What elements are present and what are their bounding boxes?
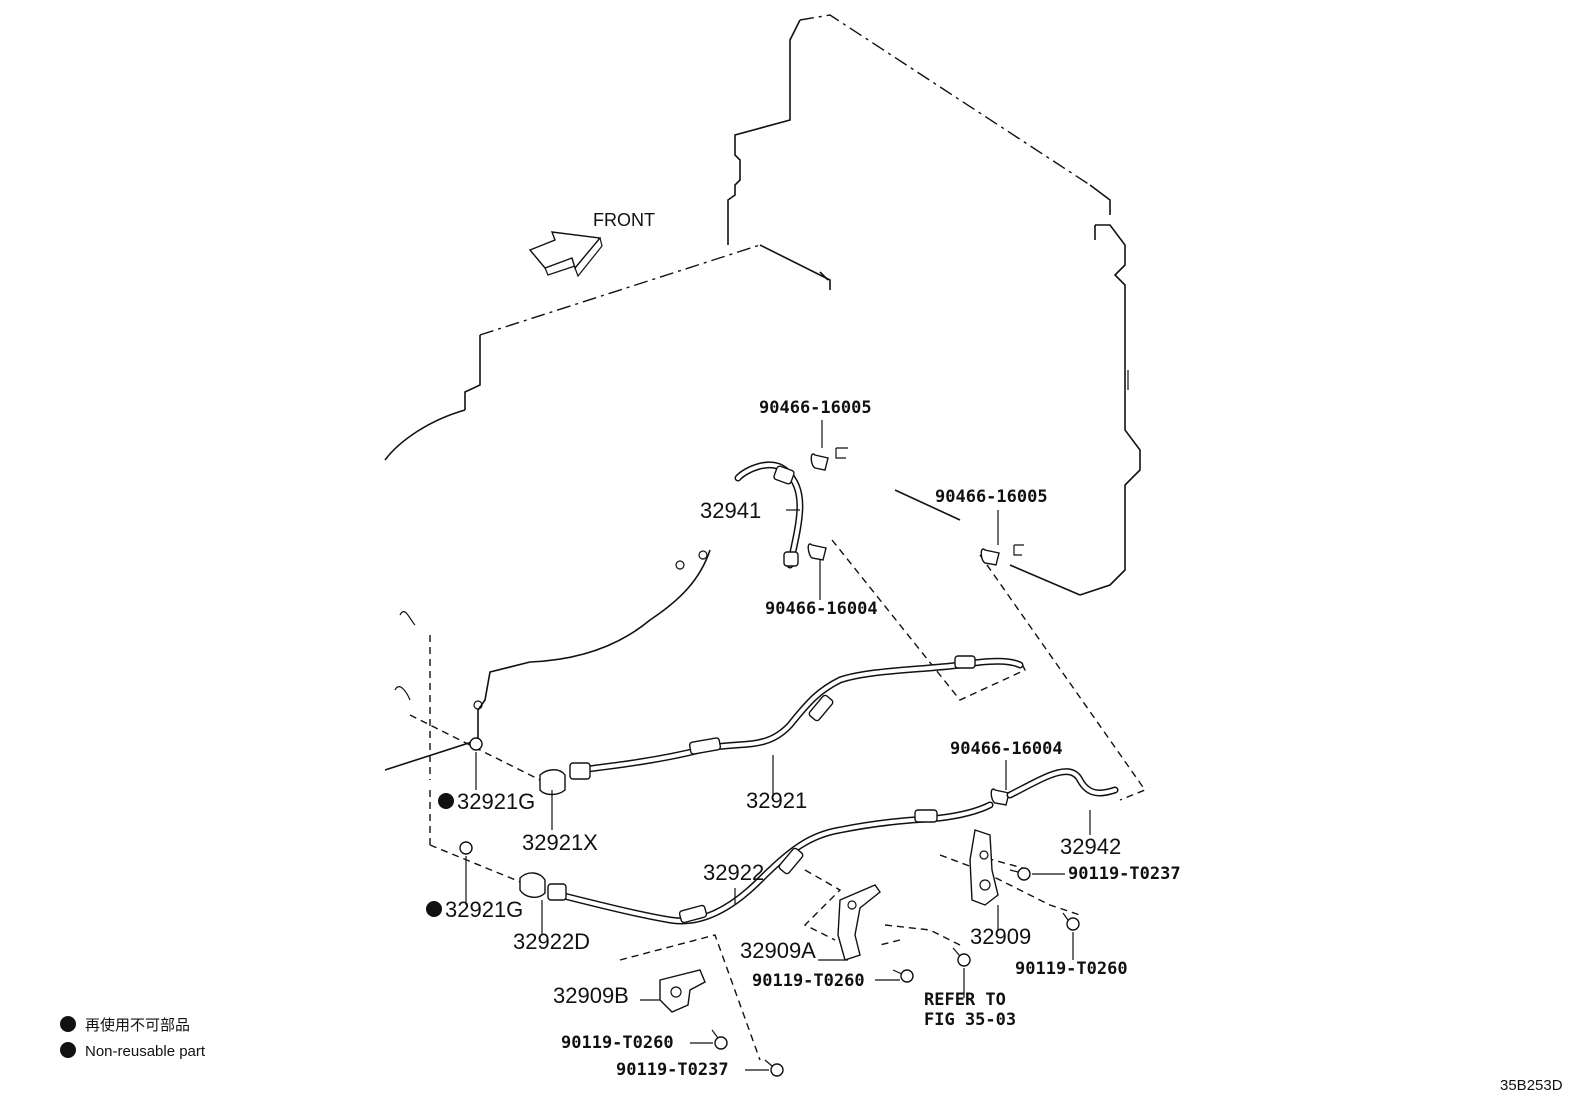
legend-dot-icon [60,1016,76,1032]
bolt-icon [764,1059,784,1077]
callout-hose-32942: 32942 [1060,834,1121,859]
transmission-outline [384,244,831,771]
clamp-icon [990,788,1010,806]
callout-union-32922d: 32922D [513,929,590,954]
callout-clamp-90466-16005: 90466-16005 [935,487,1048,507]
callout-bolt-90119-t0260: 90119-T0260 [1015,959,1128,979]
legend-label-en: Non-reusable part [85,1043,206,1060]
non-reusable-dot-icon [426,901,442,917]
bolt-icon [1009,867,1031,881]
bracket-32909a-icon [837,884,881,961]
callout-bolt-90119-t0260: 90119-T0260 [752,971,865,991]
legend: 再使用不可部品 Non-reusable part [60,1016,206,1060]
bolt-icon [711,1029,728,1050]
callout-bracket-32909b: 32909B [553,983,629,1008]
bolt-icon [892,969,914,983]
hose-32942 [1006,768,1119,799]
bracket-32909-icon [969,829,999,906]
clamp-icon [980,544,1024,566]
bolt-icon [1062,912,1080,931]
front-arrow-icon [528,231,603,278]
non-reusable-dot-icon [438,793,454,809]
gasket-icon [469,737,483,751]
refer-text-line2: FIG 35-03 [924,1010,1016,1030]
callout-clamp-90466-16004: 90466-16004 [765,599,878,619]
callout-bolt-90119-t0260: 90119-T0260 [561,1033,674,1053]
legend-label-jp: 再使用不可部品 [85,1017,190,1034]
callout-hose-32941: 32941 [700,498,761,523]
bracket-32909b-icon [659,969,706,1013]
callout-bolt-90119-t0237: 90119-T0237 [1068,864,1181,884]
bolt-icon [952,947,971,967]
engine-outline [727,14,1141,596]
figure-code: 35B253D [1500,1077,1563,1094]
leader-lines [465,420,1091,1071]
tube-32922 [519,801,994,925]
callout-bolt-90119-t0237: 90119-T0237 [616,1060,729,1080]
clamp-icon [810,447,848,471]
front-label: FRONT [593,210,655,230]
refer-text-line1: REFER TO [924,990,1006,1010]
callout-bracket-32909: 32909 [970,924,1031,949]
tube-32921 [539,655,1024,796]
callout-tube-32921: 32921 [746,788,807,813]
callout-tube-32922: 32922 [703,860,764,885]
callout-clamp-90466-16005: 90466-16005 [759,398,872,418]
callout-bracket-32909a: 32909A [740,938,816,963]
legend-dot-icon [60,1042,76,1058]
callout-union-32921x: 32921X [522,830,598,855]
callout-gasket-32921g: 32921G [445,897,523,922]
clamp-icon [807,543,827,561]
callout-clamp-90466-16004: 90466-16004 [950,739,1063,759]
hose-32941 [734,461,804,569]
gasket-icon [459,841,473,855]
callout-gasket-32921g: 32921G [457,789,535,814]
